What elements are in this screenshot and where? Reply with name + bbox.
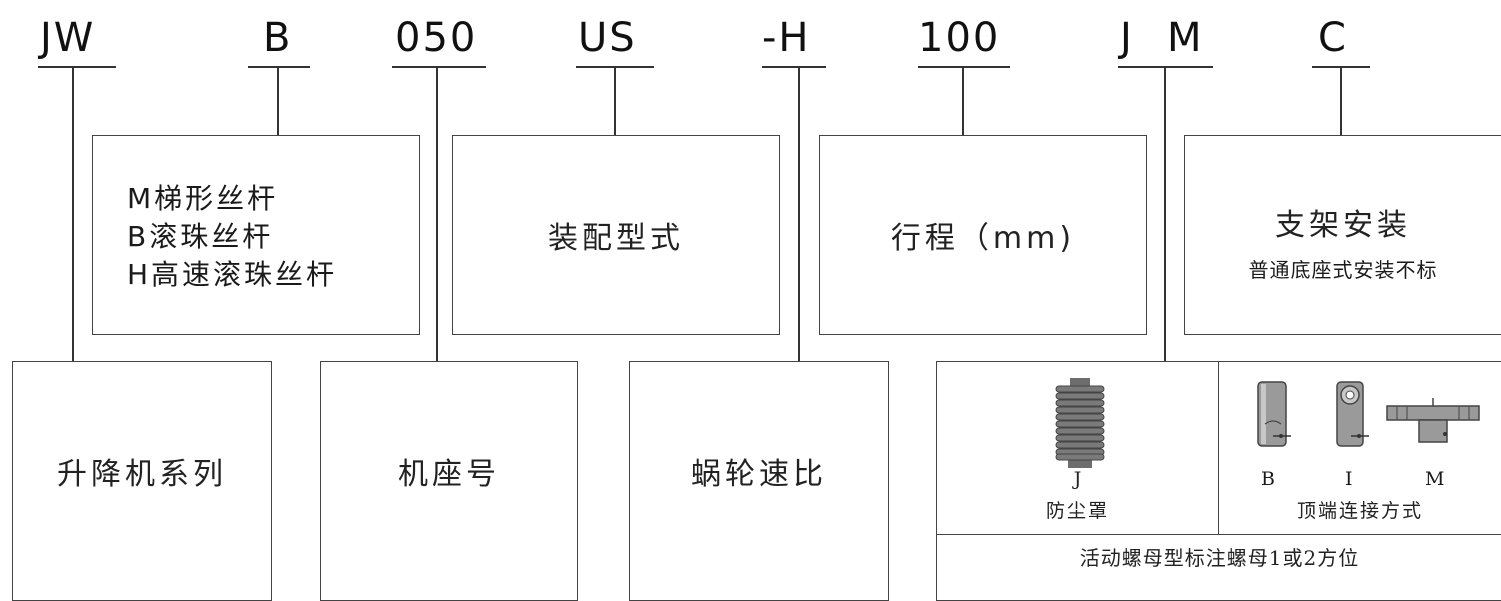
end-i-icon: [1336, 381, 1369, 447]
connector-stroke: [962, 67, 964, 135]
connector-c: [1340, 67, 1342, 135]
dust-cover-code: J: [1073, 468, 1082, 490]
connector-us: [614, 67, 616, 135]
box-frame-size: 机座号: [320, 361, 578, 601]
connector-jw: [72, 67, 74, 361]
underline-h: [762, 66, 826, 68]
screw-type-line3: H高速滚珠丝杆: [127, 258, 338, 291]
nut-note: 活动螺母型标注螺母1或2方位: [1079, 546, 1360, 570]
screw-type-line1: M梯形丝杆: [127, 182, 279, 215]
mounting-title: 支架安装: [1275, 208, 1411, 243]
dust-cover-cell: J 防尘罩: [937, 362, 1219, 534]
top-end-option-m: M: [1425, 468, 1445, 490]
code-stroke: 100: [918, 15, 1001, 61]
box-assembly-type: 装配型式: [452, 135, 780, 335]
frame-size-label: 机座号: [398, 457, 500, 492]
underline-size: [392, 66, 486, 68]
connector-jm: [1164, 67, 1166, 361]
end-b-icon: [1257, 381, 1291, 447]
code-c: C: [1318, 15, 1348, 61]
top-end-option-b: B: [1261, 468, 1275, 490]
screw-type-line2: B滚珠丝杆: [127, 220, 274, 253]
dust-cover-label: 防尘罩: [1045, 500, 1109, 522]
box-series: 升降机系列: [12, 361, 272, 601]
top-end-label: 顶端连接方式: [1296, 500, 1423, 522]
mounting-note: 普通底座式安装不标: [1248, 258, 1438, 282]
stroke-label: 行程（mm): [890, 221, 1076, 256]
accessories-divider: [937, 534, 1501, 535]
box-stroke: 行程（mm): [819, 135, 1147, 335]
code-m: M: [1167, 15, 1204, 61]
worm-ratio-label: 蜗轮速比: [691, 457, 827, 492]
code-j: J: [1120, 15, 1134, 61]
box-screw-type: M梯形丝杆 B滚珠丝杆 H高速滚珠丝杆: [92, 135, 420, 335]
code-size: 050: [395, 15, 478, 61]
end-m-icon: [1386, 398, 1480, 443]
code-b: B: [263, 15, 293, 61]
code-h: -H: [762, 15, 811, 61]
top-end-cell: B I M 顶端连接方式: [1219, 362, 1501, 534]
series-label: 升降机系列: [57, 457, 227, 492]
box-mounting: 支架安装 普通底座式安装不标: [1184, 135, 1501, 335]
underline-stroke: [918, 66, 1010, 68]
code-us: US: [578, 15, 637, 61]
code-jw: JW: [40, 15, 96, 61]
connector-b: [277, 67, 279, 135]
assembly-type-label: 装配型式: [548, 221, 684, 256]
underline-b: [248, 66, 310, 68]
box-worm-ratio: 蜗轮速比: [629, 361, 889, 601]
connector-h: [798, 67, 800, 361]
top-end-option-i: I: [1345, 468, 1353, 490]
box-accessories: J 防尘罩 B I M 顶端: [936, 361, 1501, 601]
underline-jw: [38, 66, 116, 68]
connector-size: [436, 67, 438, 361]
bellows-icon: [1055, 378, 1105, 468]
